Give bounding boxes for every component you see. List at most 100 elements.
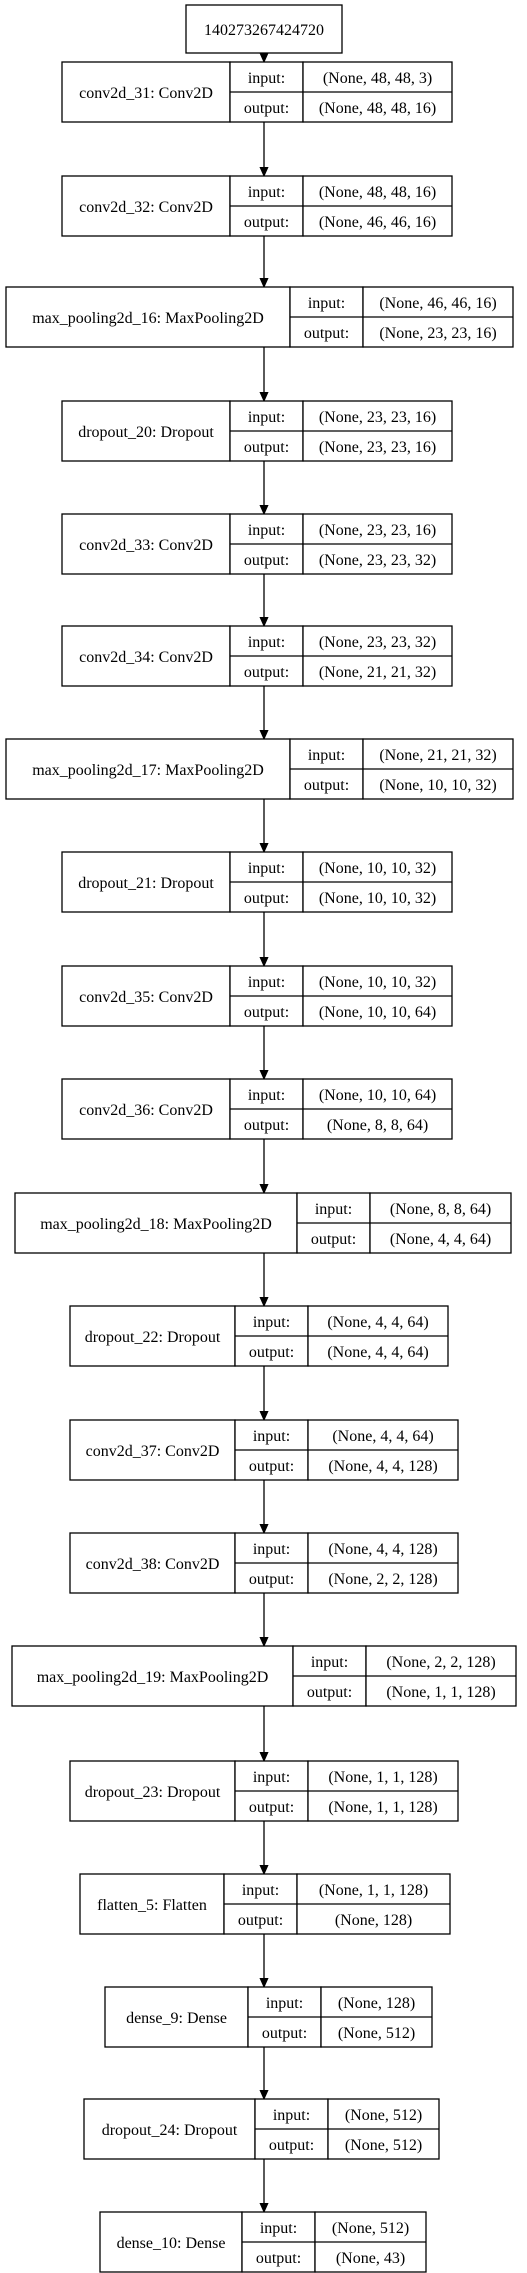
layer-node: max_pooling2d_19: MaxPooling2Dinput:outp… xyxy=(11,1645,517,1707)
output-port-label: output: xyxy=(244,1117,289,1134)
output-shape: (None, 512) xyxy=(338,2025,415,2042)
input-port-label: input: xyxy=(253,1428,290,1445)
output-port-label: output: xyxy=(244,439,289,456)
layer-name-cell xyxy=(61,175,231,237)
layer-name-cell xyxy=(99,2211,243,2273)
output-shape: (None, 8, 8, 64) xyxy=(327,1117,428,1134)
layer-name: conv2d_38: Conv2D xyxy=(86,1556,220,1573)
input-port-label: input: xyxy=(253,1541,290,1558)
layer-node: max_pooling2d_18: MaxPooling2D input: outp… xyxy=(14,1192,512,1254)
output-shape: (None, 23, 23, 32) xyxy=(319,552,436,569)
output-shape: (None, 4, 4, 64) xyxy=(390,1231,491,1248)
output-port-label: output: xyxy=(249,1458,294,1475)
input-shape: (None, 23, 23, 32) xyxy=(319,634,436,651)
output-port-label: output: xyxy=(244,100,289,117)
layer-name-cell xyxy=(5,286,291,348)
input-port-label: input: xyxy=(248,860,285,877)
input-shape: (None, 48, 48, 3) xyxy=(323,70,432,87)
output-shape: (None, 4, 4, 64) xyxy=(327,1344,428,1361)
output-shape: (None, 43) xyxy=(336,2250,405,2267)
layer-name-cell xyxy=(69,1760,236,1822)
layer-name-cell xyxy=(69,1305,236,1367)
input-shape: (None, 128) xyxy=(338,1995,415,2012)
input-shape: (None, 21, 21, 32) xyxy=(379,747,496,764)
layer-node: max_pooling2d_17: MaxPooling2Dinput:outp… xyxy=(5,738,514,800)
layer-name-cell xyxy=(61,400,231,462)
root-node: 140273267424720 xyxy=(185,4,343,54)
output-port-label: output: xyxy=(249,1344,294,1361)
layer-name-cell xyxy=(61,1078,231,1140)
layer-name: conv2d_33: Conv2D xyxy=(79,537,213,554)
input-shape: (None, 512) xyxy=(332,2220,409,2237)
input-port-label: input: xyxy=(242,1882,279,1899)
output-shape: (None, 23, 23, 16) xyxy=(379,325,496,342)
layer-name-cell xyxy=(79,1873,225,1935)
layer-name: dense_10: Dense xyxy=(117,2235,226,2252)
layer-name: conv2d_31: Conv2D xyxy=(79,85,213,102)
input-shape: (None, 46, 46, 16) xyxy=(379,295,496,312)
input-shape: (None, 23, 23, 16) xyxy=(319,409,436,426)
input-shape: (None, 1, 1, 128) xyxy=(319,1882,428,1899)
input-port-label: input: xyxy=(315,1201,352,1218)
output-shape: (None, 46, 46, 16) xyxy=(319,214,436,231)
input-port-label: input: xyxy=(248,634,285,651)
output-port-label: output: xyxy=(244,890,289,907)
input-port-label: input: xyxy=(308,295,345,312)
input-shape: (None, 1, 1, 128) xyxy=(328,1769,437,1786)
input-port-label: input: xyxy=(260,2220,297,2237)
input-shape: (None, 4, 4, 64) xyxy=(327,1314,428,1331)
layer-name-cell xyxy=(61,61,231,123)
input-shape: (None, 23, 23, 16) xyxy=(319,522,436,539)
output-shape: (None, 1, 1, 128) xyxy=(328,1799,437,1816)
input-port-label: input: xyxy=(266,1995,303,2012)
input-port-label: input: xyxy=(248,184,285,201)
output-port-label: output: xyxy=(249,1799,294,1816)
layer-name: max_pooling2d_18: MaxPooling2D xyxy=(40,1216,272,1233)
layer-name-cell xyxy=(69,1532,236,1594)
input-shape: (None, 512) xyxy=(345,2107,422,2124)
output-port-label: output: xyxy=(311,1231,356,1248)
layer-name: conv2d_37: Conv2D xyxy=(86,1443,220,1460)
input-port-label: input: xyxy=(311,1654,348,1671)
input-port-label: input: xyxy=(248,974,285,991)
layer-name: conv2d_35: Conv2D xyxy=(79,989,213,1006)
layer-name: dropout_22: Dropout xyxy=(85,1329,221,1346)
output-shape: (None, 10, 10, 64) xyxy=(319,1004,436,1021)
output-shape: (None, 2, 2, 128) xyxy=(328,1571,437,1588)
output-port-label: output: xyxy=(304,325,349,342)
layer-node: max_pooling2d_16: MaxPooling2Dinput:outp… xyxy=(5,286,514,348)
input-port-label: input: xyxy=(248,409,285,426)
layer-name-cell xyxy=(61,625,231,687)
output-shape: (None, 23, 23, 16) xyxy=(319,439,436,456)
output-port-label: output: xyxy=(307,1684,352,1701)
output-port-label: output: xyxy=(238,1912,283,1929)
root-node-label: 140273267424720 xyxy=(204,22,324,39)
layer-name-cell xyxy=(14,1192,298,1254)
output-port-label: output: xyxy=(249,1571,294,1588)
layer-name: dropout_23: Dropout xyxy=(85,1784,221,1801)
layer-nodes: conv2d_31: Conv2D input: output: (None, 48,… xyxy=(5,61,517,2273)
layer-name-cell xyxy=(104,1986,249,2048)
layer-name: conv2d_34: Conv2D xyxy=(79,649,213,666)
output-port-label: output: xyxy=(244,1004,289,1021)
input-shape: (None, 2, 2, 128) xyxy=(386,1654,495,1671)
output-port-label: output: xyxy=(244,664,289,681)
input-shape: (None, 10, 10, 64) xyxy=(319,1087,436,1104)
output-port-label: output: xyxy=(304,777,349,794)
output-port-label: output: xyxy=(244,552,289,569)
input-port-label: input: xyxy=(273,2107,310,2124)
input-port-label: input: xyxy=(248,1087,285,1104)
